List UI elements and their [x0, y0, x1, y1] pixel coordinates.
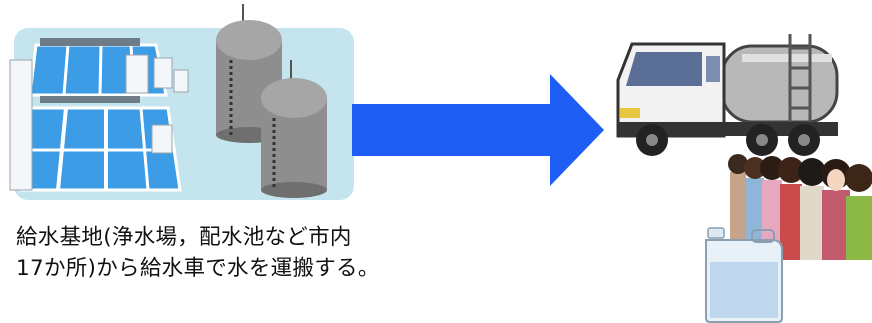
caption-text: 給水基地(浄水場，配水池など市内 17か所)から給水車で水を運搬する。 [16, 222, 456, 284]
person-5 [798, 158, 826, 260]
right-arrow-icon [352, 70, 610, 190]
person-4 [778, 157, 804, 260]
storage-tank-front [261, 60, 327, 198]
water-tanker-truck-illustration [612, 28, 844, 160]
person-7 [845, 164, 872, 260]
caption-line-1: 給水基地(浄水場，配水池など市内 [16, 225, 352, 250]
queue-of-people-illustration [722, 150, 872, 260]
water-pool-lower [20, 106, 182, 192]
water-purification-plant-illustration [6, 0, 366, 205]
person-1 [728, 154, 748, 260]
person-6 [821, 159, 851, 260]
caption-line-2: 17か所)から給水車で水を運搬する。 [16, 256, 380, 281]
water-tank-container-illustration [702, 226, 786, 323]
